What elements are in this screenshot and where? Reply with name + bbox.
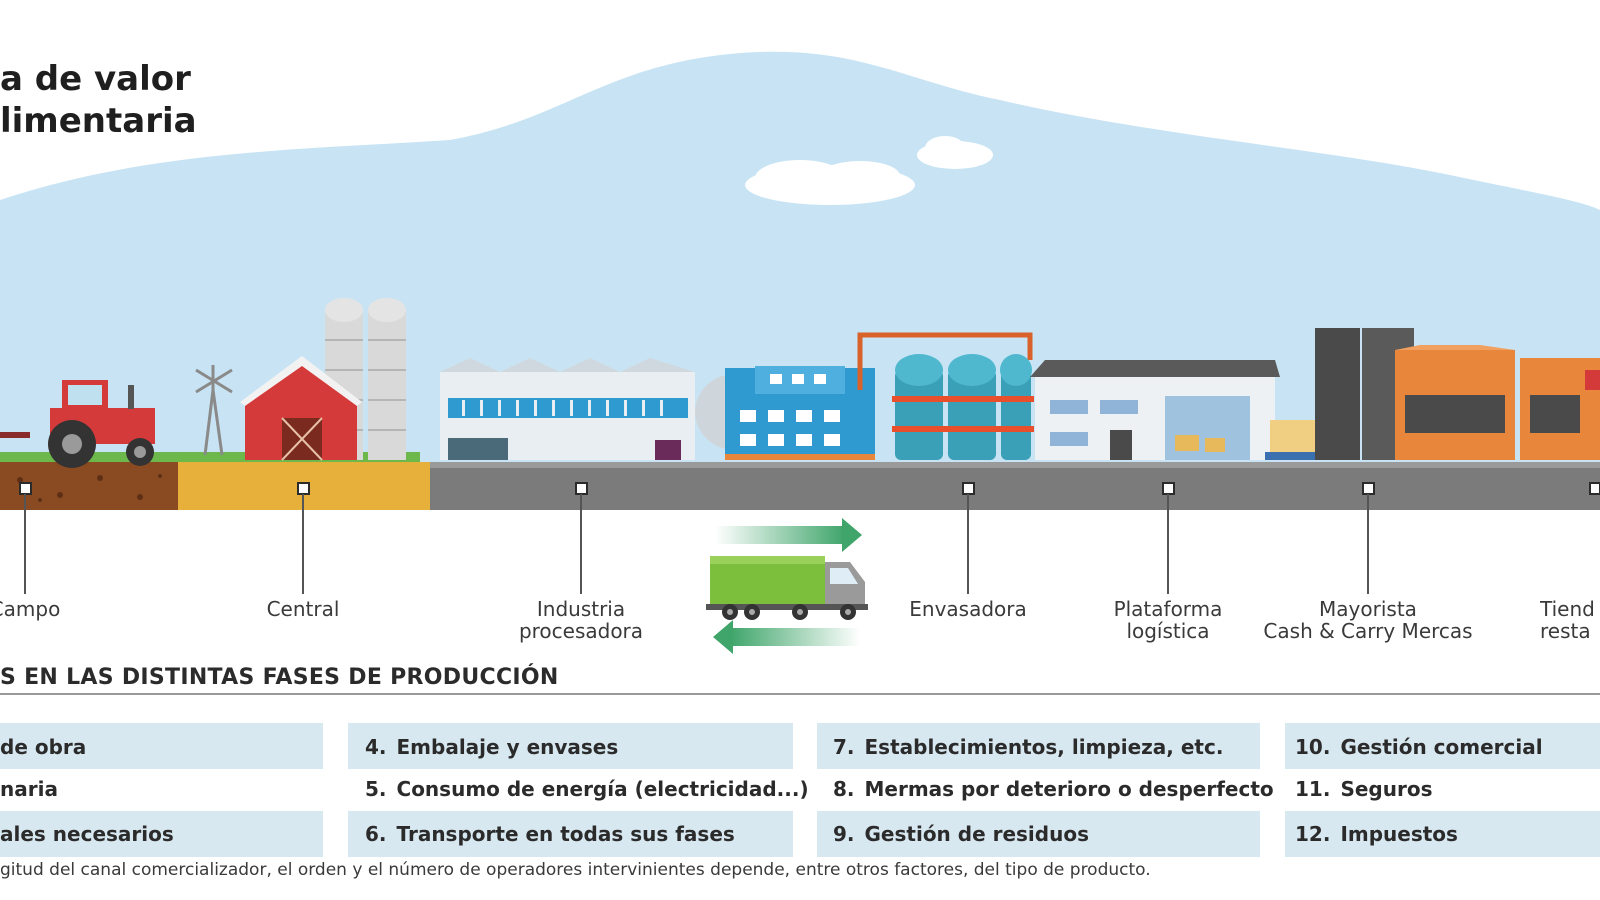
phases-heading: S EN LAS DISTINTAS FASES DE PRODUCCIÓN <box>0 665 559 690</box>
footnote: gitud del canal comercializador, el orde… <box>0 860 1151 880</box>
cost-box <box>348 723 793 769</box>
cost-item: 7.Establecimientos, limpieza, etc. <box>833 735 1224 759</box>
cost-box <box>1285 811 1600 857</box>
windmill-icon <box>195 365 233 456</box>
heading-divider <box>0 693 1600 695</box>
wholesale-building-icon <box>1315 328 1600 460</box>
cost-item: 5.Consumo de energía (electricidad...) <box>365 777 809 801</box>
page-title: a de valor limentaria <box>0 58 197 142</box>
tractor-icon <box>0 380 155 468</box>
blue-building-icon <box>725 366 875 460</box>
title-line-2: limentaria <box>0 101 197 141</box>
cost-item: 6.Transporte en todas sus fases <box>365 822 735 846</box>
title-line-1: a de valor <box>0 59 191 99</box>
cost-box <box>817 723 1260 769</box>
truck-icon <box>706 556 868 620</box>
stage-label-central: Central <box>266 597 340 621</box>
cost-box <box>1285 723 1600 769</box>
cost-item: 4.Embalaje y envases <box>365 735 619 759</box>
stage-label-plataforma: Plataforma logística <box>1113 597 1223 643</box>
cost-item: 9.Gestión de residuos <box>833 822 1089 846</box>
cost-box <box>0 811 323 857</box>
road-band <box>430 462 1600 510</box>
cost-box <box>348 811 793 857</box>
warehouse-icon <box>1030 360 1325 460</box>
stage-label-campo: Campo <box>0 597 61 621</box>
cost-item: 11.Seguros <box>1295 777 1433 801</box>
cost-item: de obra <box>0 735 87 759</box>
arrow-right-icon <box>715 518 862 552</box>
cost-item: ales necesarios <box>0 822 174 846</box>
value-chain-illustration <box>0 51 1600 510</box>
stage-label-envasadora: Envasadora <box>909 597 1027 621</box>
cost-item: 8.Mermas por deterioro o desperfecto <box>833 777 1274 801</box>
tank-icon <box>857 332 1034 460</box>
cost-box <box>0 723 323 769</box>
stage-label-tienda: Tiend resta <box>1540 598 1595 642</box>
cost-box <box>817 811 1260 857</box>
cloud-icon <box>745 136 993 205</box>
stage-label-mayorista: Mayorista Cash & Carry Mercas <box>1263 597 1473 643</box>
cost-item: 10.Gestión comercial <box>1295 735 1543 759</box>
arrow-left-icon <box>713 620 860 654</box>
stage-label-industria: Industria procesadora <box>518 597 644 643</box>
barn-icon <box>240 356 362 461</box>
cost-item: naria <box>0 777 58 801</box>
cost-item: 12.Impuestos <box>1295 822 1458 846</box>
stage-connectors <box>24 494 1369 654</box>
